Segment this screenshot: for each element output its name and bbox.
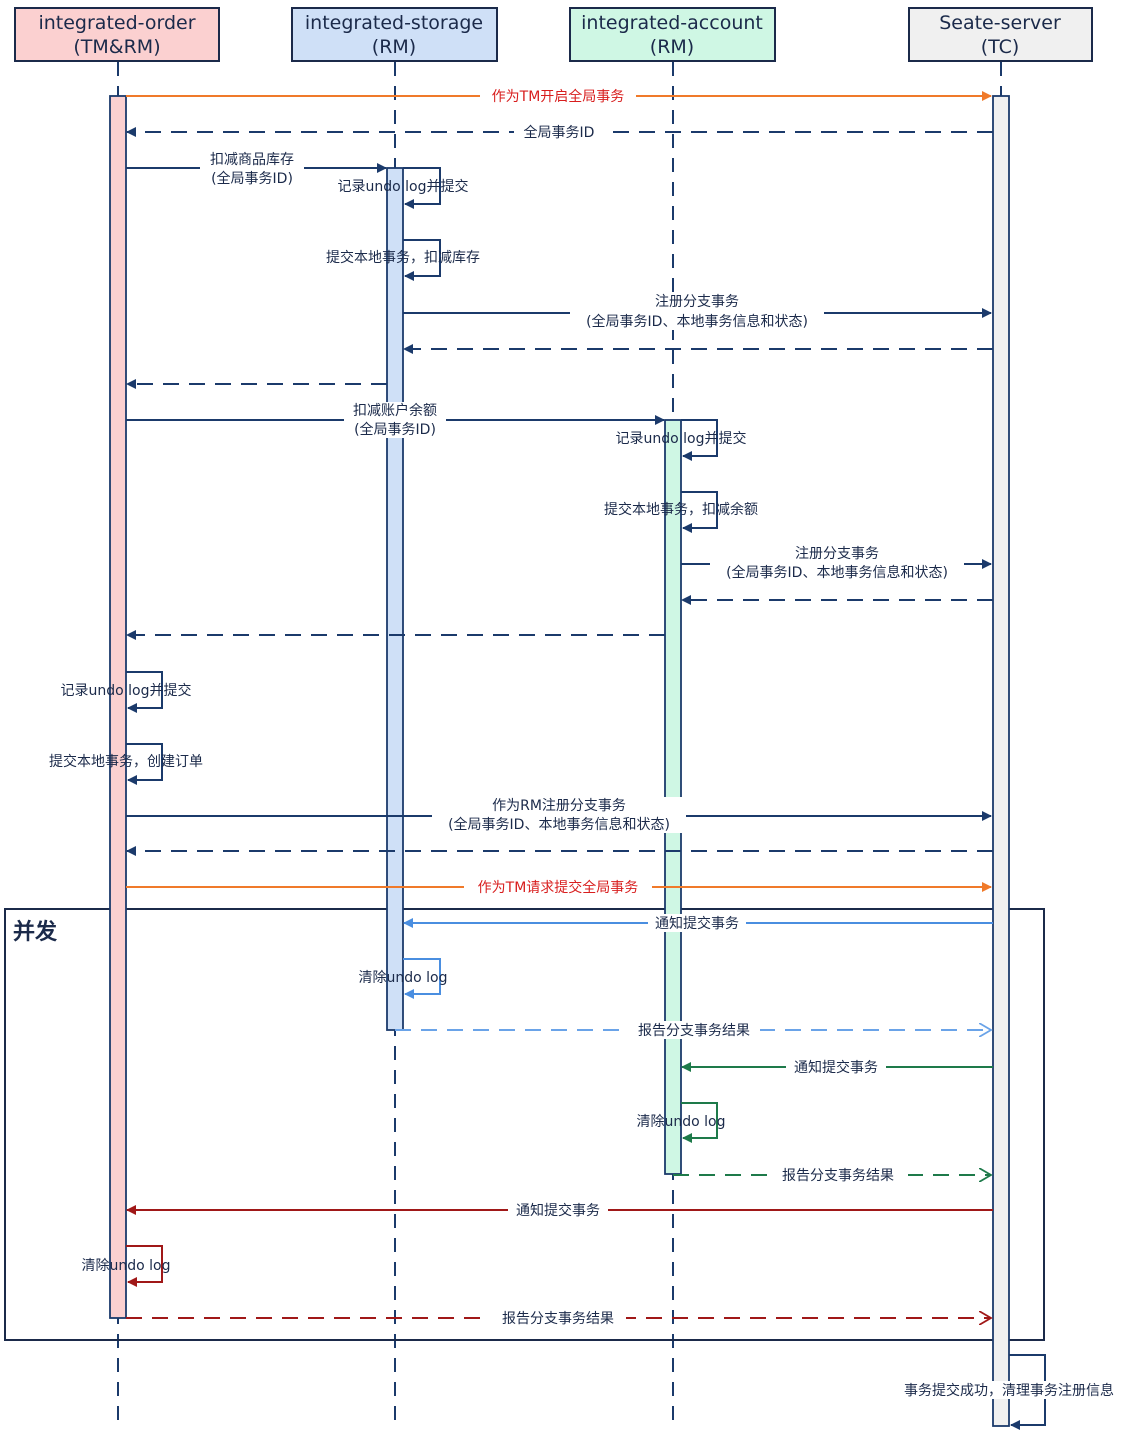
- message-deduct-stock: 扣减商品库存 (全局事务ID): [126, 151, 387, 187]
- participant-role: (TC): [981, 36, 1020, 58]
- message-request-commit-global: 作为TM请求提交全局事务: [126, 878, 992, 896]
- message-label: 清除undo log: [637, 1114, 726, 1130]
- self-message-tc-cleanup: 事务提交成功，清理事务注册信息: [888, 1354, 1130, 1430]
- message-notify-storage: 通知提交事务: [403, 914, 993, 932]
- message-label-sub: (全局事务ID、本地事务信息和状态): [448, 816, 670, 833]
- participant-account: integrated-account (RM): [569, 7, 776, 62]
- self-message-order-commit-local: 提交本地事务，创建订单: [49, 743, 203, 785]
- message-open-global-tx: 作为TM开启全局事务: [126, 87, 992, 105]
- participant-role: (RM): [650, 36, 694, 58]
- message-label-sub: (全局事务ID): [211, 170, 293, 187]
- message-order-report: 报告分支事务结果: [126, 1309, 991, 1327]
- message-account-report: 报告分支事务结果: [673, 1166, 991, 1184]
- self-message-storage-undo-log: 记录undo log并提交: [338, 167, 469, 209]
- message-deduct-balance: 扣减账户余额 (全局事务ID): [126, 402, 665, 438]
- participant-name: integrated-order: [38, 12, 195, 34]
- message-label: 提交本地事务，扣减余额: [604, 501, 758, 518]
- messages: 作为TM开启全局事务 全局事务ID 扣减商品库存 (全局事务ID) 记录undo…: [49, 87, 1130, 1430]
- message-order-register-branch: 作为RM注册分支事务 (全局事务ID、本地事务信息和状态): [126, 797, 992, 833]
- message-storage-register-branch: 注册分支事务 (全局事务ID、本地事务信息和状态): [403, 294, 992, 330]
- activation-bars: [109, 95, 1010, 1427]
- participant-name: Seate-server: [939, 12, 1061, 34]
- participant-name: integrated-account: [581, 12, 763, 34]
- message-label-sub: (全局事务ID、本地事务信息和状态): [586, 313, 808, 330]
- message-label: 清除undo log: [82, 1258, 171, 1274]
- concurrency-frame: 并发: [4, 908, 1045, 1341]
- message-label: 清除undo log: [359, 970, 448, 986]
- participant-role: (TM&RM): [73, 36, 160, 58]
- message-label: 扣减商品库存: [210, 152, 294, 168]
- message-label: 事务提交成功，清理事务注册信息: [904, 1382, 1114, 1399]
- message-label: 作为TM开启全局事务: [492, 88, 625, 105]
- message-label: 报告分支事务结果: [502, 1311, 614, 1327]
- participant-tc: Seate-server (TC): [908, 7, 1093, 62]
- message-account-register-branch: 注册分支事务 (全局事务ID、本地事务信息和状态): [681, 545, 992, 581]
- message-label: 提交本地事务，创建订单: [49, 753, 203, 770]
- self-message-account-undo-log: 记录undo log并提交: [616, 419, 747, 461]
- frame-label: 并发: [13, 919, 58, 945]
- message-label: 注册分支事务: [795, 546, 879, 562]
- message-global-tx-id: 全局事务ID: [126, 123, 993, 141]
- participant-name: integrated-storage: [305, 12, 483, 34]
- participant-role: (RM): [372, 36, 416, 58]
- self-message-order-clear-undo: 清除undo log: [82, 1245, 171, 1287]
- message-storage-report: 报告分支事务结果: [395, 1021, 991, 1039]
- lifelines: [117, 62, 1002, 1430]
- self-message-account-clear-undo: 清除undo log: [637, 1102, 726, 1143]
- message-label: 记录undo log并提交: [61, 682, 192, 699]
- message-label: 注册分支事务: [655, 294, 739, 310]
- message-label-sub: (全局事务ID): [354, 421, 436, 438]
- message-label: 记录undo log并提交: [616, 430, 747, 447]
- activation-order: [109, 95, 127, 1319]
- self-message-storage-clear-undo: 清除undo log: [359, 958, 448, 999]
- message-label: 报告分支事务结果: [638, 1023, 750, 1039]
- message-label: 提交本地事务，扣减库存: [326, 249, 480, 266]
- message-notify-order: 通知提交事务: [126, 1201, 993, 1219]
- self-message-storage-commit-local: 提交本地事务，扣减库存: [326, 239, 480, 281]
- message-label: 通知提交事务: [516, 1202, 600, 1219]
- activation-tc: [992, 95, 1010, 1427]
- message-label: 通知提交事务: [794, 1059, 878, 1076]
- message-label: 通知提交事务: [655, 915, 739, 932]
- participant-storage: integrated-storage (RM): [291, 7, 498, 62]
- message-notify-account: 通知提交事务: [681, 1058, 993, 1076]
- message-label: 全局事务ID: [524, 124, 595, 141]
- message-label: 作为TM请求提交全局事务: [478, 879, 639, 896]
- self-message-order-undo-log: 记录undo log并提交: [61, 671, 192, 713]
- message-label: 报告分支事务结果: [782, 1168, 894, 1184]
- participant-headers: integrated-order (TM&RM) integrated-stor…: [14, 7, 1093, 62]
- message-label: 作为RM注册分支事务: [492, 798, 626, 814]
- message-label: 记录undo log并提交: [338, 178, 469, 195]
- message-label-sub: (全局事务ID、本地事务信息和状态): [726, 564, 948, 581]
- participant-order: integrated-order (TM&RM): [14, 7, 220, 62]
- activation-storage: [386, 167, 404, 1031]
- self-message-account-commit-local: 提交本地事务，扣减余额: [604, 491, 758, 533]
- message-label: 扣减账户余额: [353, 402, 437, 419]
